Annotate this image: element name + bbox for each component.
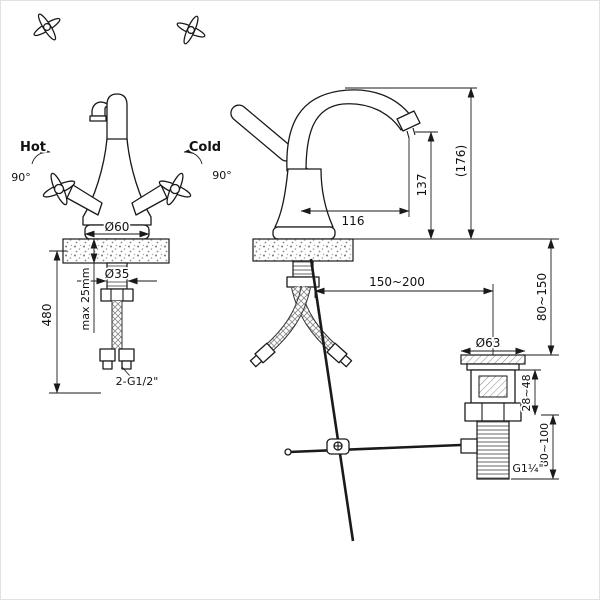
handle-top-icon-left — [33, 13, 61, 41]
escutcheon-side — [272, 226, 336, 240]
drain-assembly — [460, 354, 526, 480]
handle-top-icon-right — [176, 15, 206, 45]
tailpiece-range-label: 80~100 — [538, 423, 551, 467]
lift-rod — [309, 258, 355, 542]
clamp-range-label: 28~48 — [520, 374, 533, 411]
body-side — [274, 168, 334, 228]
shank-diameter-label: Ø35 — [105, 267, 130, 281]
drain-nut — [464, 402, 522, 422]
countertop-side — [252, 238, 354, 262]
cold-label: Cold — [189, 140, 221, 155]
cross-handle-cold — [158, 172, 192, 206]
spout-reach-label: 116 — [342, 214, 365, 228]
rod-inlet — [460, 438, 478, 454]
front-view: Hot Cold 90° 90° Ø60 Ø35 480 max 25mm 2-… — [10, 13, 234, 394]
front-dimensions — [49, 230, 157, 394]
hose-length-label: 480 — [40, 304, 54, 327]
side-view: 116 137 (176) 150~200 80~150 Ø63 28~48 8… — [230, 87, 559, 542]
cross-handle-hot — [42, 172, 76, 206]
aerator-front — [89, 115, 107, 122]
spout-side — [286, 89, 412, 172]
base-diameter-label: Ø60 — [105, 220, 130, 234]
rotation-arrow-hot — [31, 147, 51, 165]
hot-angle-label: 90° — [11, 171, 31, 184]
aerator-side — [396, 110, 421, 132]
countertop-front — [62, 238, 170, 264]
horizontal-rod — [288, 443, 462, 454]
mounting-nut-front — [100, 288, 134, 302]
threaded-shank-side — [292, 260, 314, 278]
deck-to-drain-label: 80~150 — [535, 273, 549, 321]
spout-height-label: 137 — [415, 174, 429, 197]
hot-label: Hot — [20, 140, 46, 155]
rod-clamp — [326, 438, 350, 455]
supply-hoses-side — [249, 285, 353, 368]
drain-thread-label: G1¼" — [512, 462, 543, 475]
side-dimensions — [300, 87, 559, 480]
drain-flange-diameter-label: Ø63 — [476, 336, 501, 350]
cold-angle-label: 90° — [212, 169, 232, 182]
overall-height-label: (176) — [454, 145, 468, 177]
shank-and-hose-front — [99, 262, 135, 370]
drain-tailpiece — [476, 420, 510, 480]
rod-to-drain-label: 150~200 — [369, 275, 425, 289]
drain-flange — [460, 354, 526, 365]
hose-thread-label: 2-G1/2" — [116, 375, 159, 388]
rotation-arrow-cold — [183, 147, 203, 165]
faucet-front — [66, 93, 168, 240]
deck-thickness-label: max 25mm — [79, 268, 92, 331]
